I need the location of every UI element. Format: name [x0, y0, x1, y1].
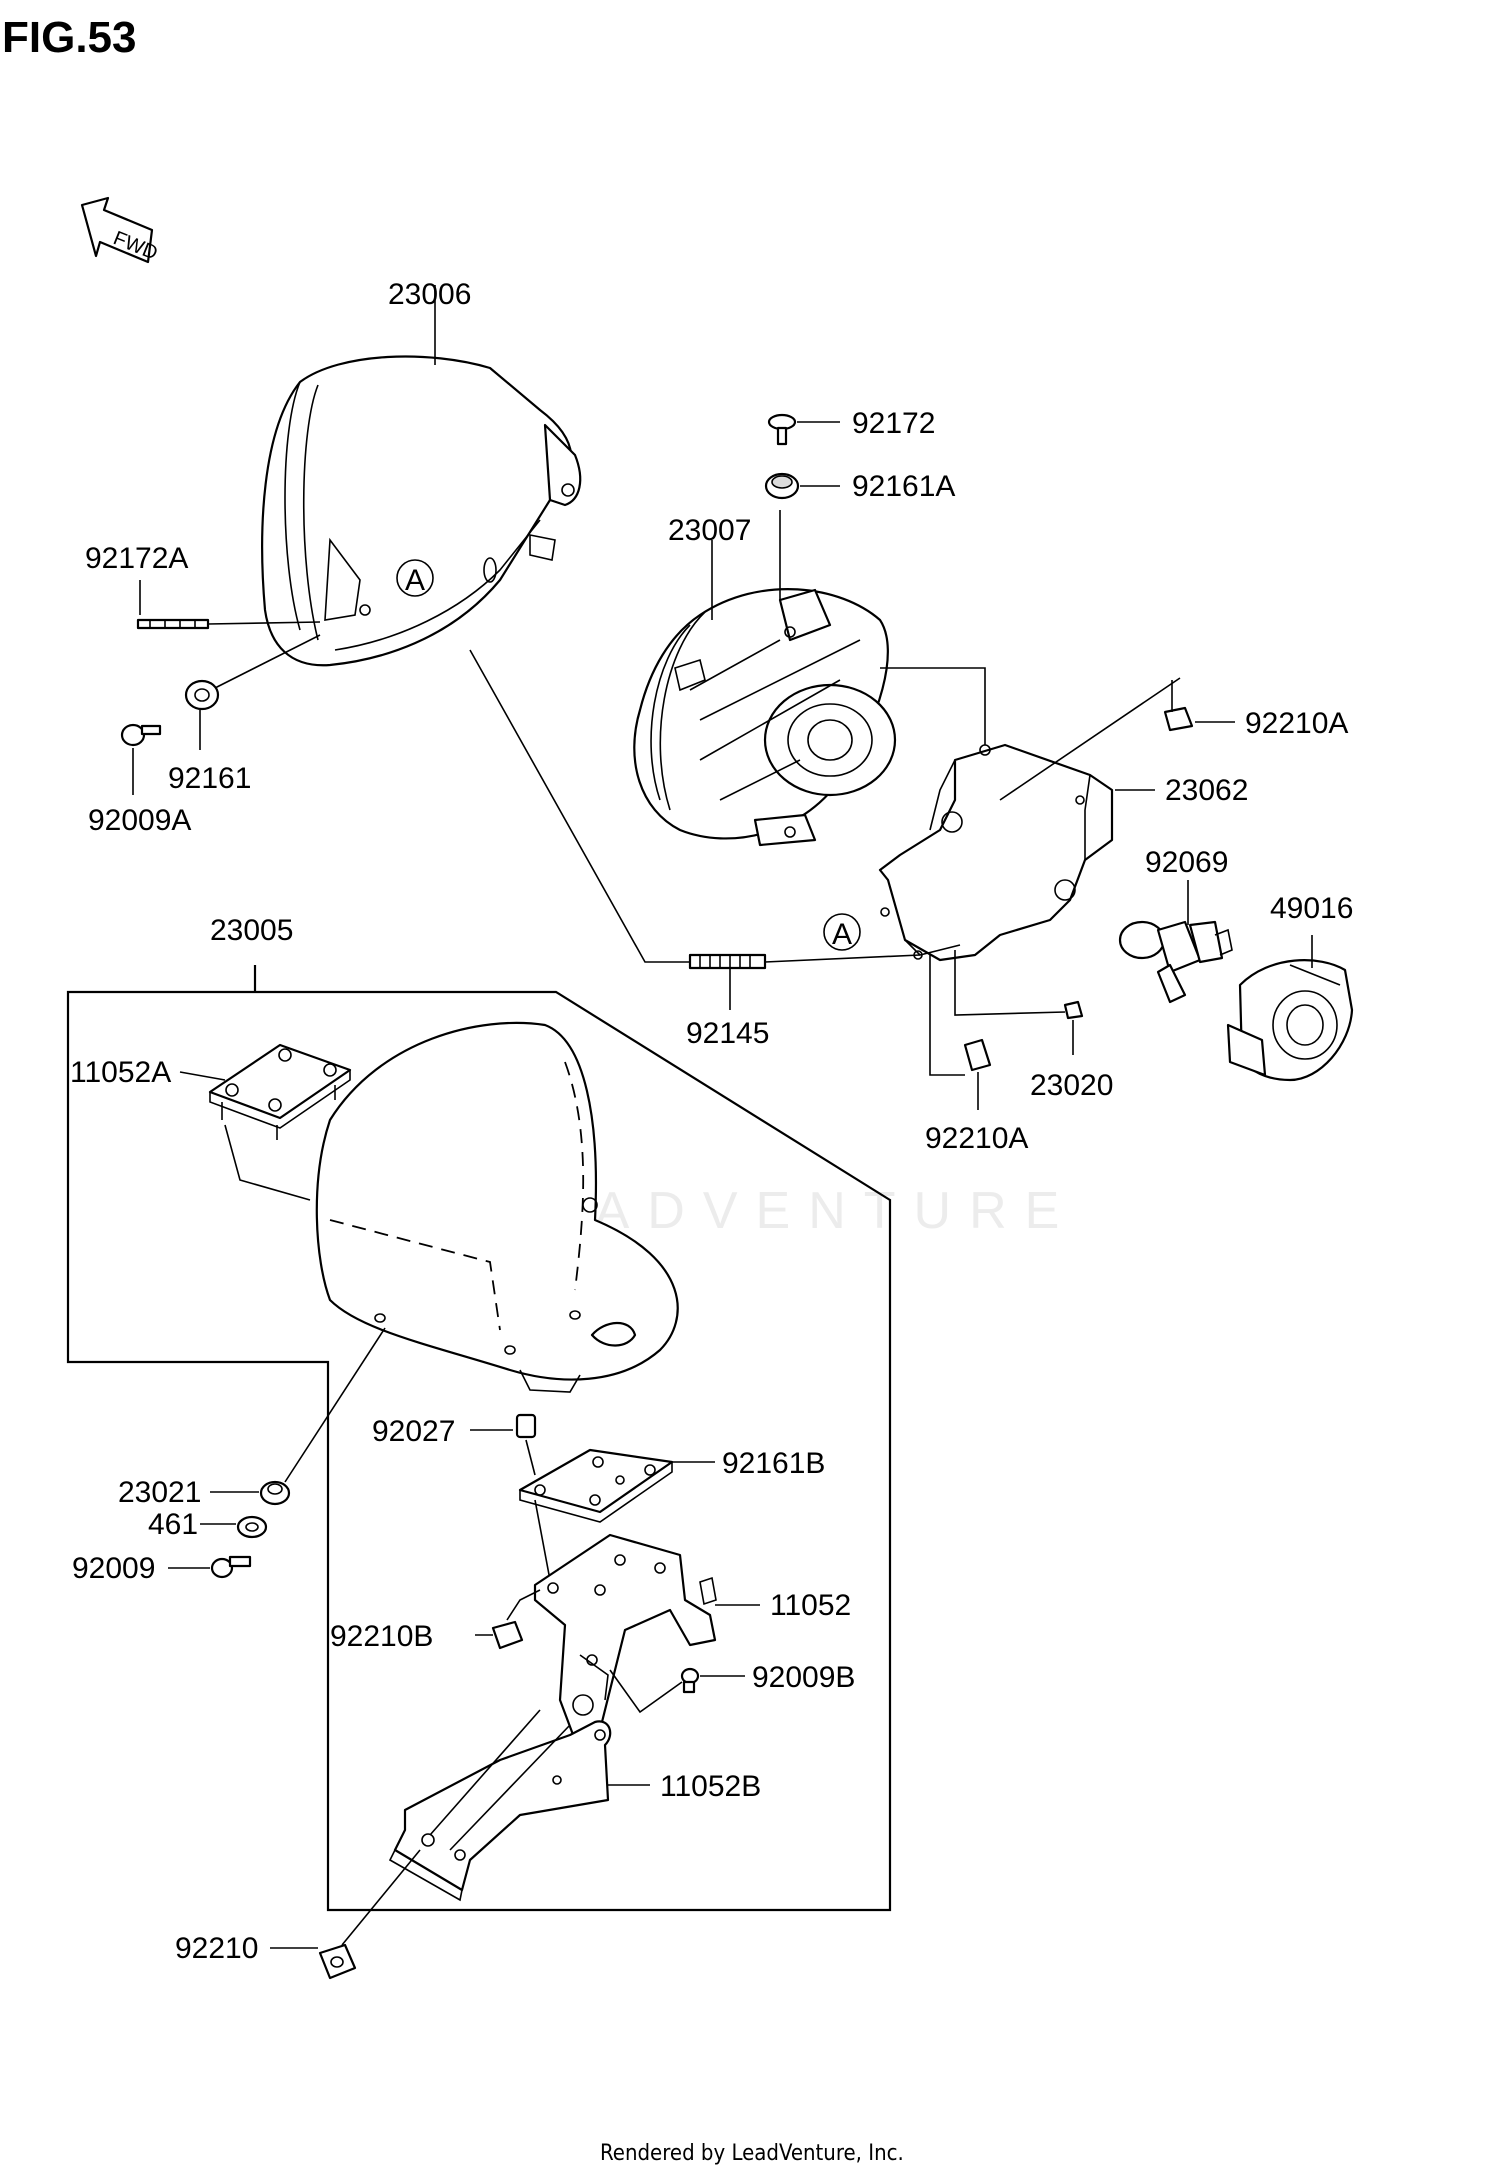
callout-23005: 23005 [210, 914, 293, 947]
grommet-92161 [184, 679, 220, 711]
callout-23021: 23021 [118, 1476, 201, 1509]
callout-92145: 92145 [686, 1017, 769, 1050]
dust-boot-49016 [1226, 959, 1354, 1082]
callout-92069: 92069 [1145, 846, 1228, 879]
washer-461 [236, 1515, 268, 1539]
callout-92210B: 92210B [330, 1620, 433, 1653]
headlight-bracket: A [823, 743, 1114, 962]
collar-92027 [515, 1413, 537, 1439]
callout-23007: 23007 [668, 514, 751, 547]
callout-92161: 92161 [168, 762, 251, 795]
bracket-11052 [533, 1533, 717, 1742]
callout-92009: 92009 [72, 1552, 155, 1585]
nut-92210B [491, 1620, 524, 1650]
figure-title: FIG.53 [2, 13, 137, 62]
headlight-unit [633, 588, 897, 847]
spring-92145 [688, 953, 767, 970]
callout-11052: 11052 [770, 1589, 851, 1622]
headlight-shell [315, 1021, 679, 1393]
plate-11052A [208, 1043, 352, 1140]
assembly-23005-box [66, 990, 892, 1912]
callout-92161B: 92161B [722, 1447, 825, 1480]
nut-92210 [318, 1943, 357, 1980]
screw-92009B [680, 1667, 700, 1694]
ref-mark-a-2: A [832, 918, 852, 951]
callout-92009A: 92009A [88, 804, 191, 837]
callout-92161A: 92161A [852, 470, 955, 503]
grommet-92161A [764, 472, 800, 500]
ref-mark-a-1: A [405, 564, 425, 597]
ref-a-circle-1 [396, 559, 434, 597]
clip-23020 [1063, 1000, 1084, 1020]
callout-23020: 23020 [1030, 1069, 1113, 1102]
ref-a-circle-2 [823, 913, 861, 951]
callout-92210A-bottom: 92210A [925, 1122, 1028, 1155]
callout-461: 461 [148, 1508, 198, 1541]
lower-bracket-11052B [388, 1720, 612, 1902]
callout-92210A-top: 92210A [1245, 707, 1348, 740]
footer-credit: Rendered by LeadVenture, Inc. [600, 2141, 904, 2166]
headlight-housing: A [261, 355, 582, 667]
callout-92027: 92027 [372, 1415, 455, 1448]
callout-92210: 92210 [175, 1932, 258, 1965]
callout-23006: 23006 [388, 278, 471, 311]
screw-92172 [767, 413, 797, 446]
screw-92009 [210, 1555, 252, 1579]
grommet-23021 [259, 1480, 291, 1506]
fwd-arrow-icon: FWD [80, 196, 161, 265]
clip-92210A-bottom [963, 1038, 992, 1072]
callout-92009B: 92009B [752, 1661, 855, 1694]
callout-11052B: 11052B [660, 1770, 761, 1803]
screw-92009A [120, 723, 162, 747]
damper-plate-92161B [518, 1448, 674, 1523]
clip-92210A-top [1163, 706, 1194, 732]
bulb-92069 [1118, 920, 1233, 1004]
callout-49016: 49016 [1270, 892, 1353, 925]
callout-23062: 23062 [1165, 774, 1248, 807]
callout-11052A: 11052A [70, 1056, 171, 1089]
screw-92172A [136, 618, 210, 630]
callout-92172A: 92172A [85, 542, 188, 575]
callout-92172: 92172 [852, 407, 935, 440]
